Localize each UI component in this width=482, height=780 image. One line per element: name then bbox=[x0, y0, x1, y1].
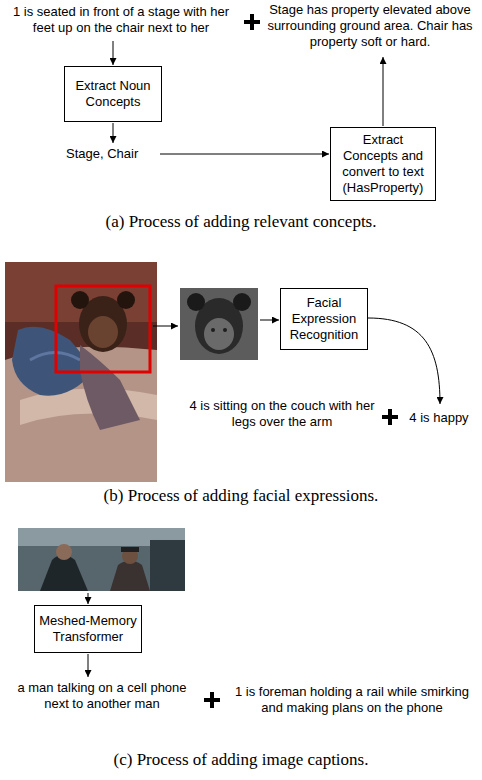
man-cap bbox=[121, 547, 139, 552]
plus-symbol bbox=[382, 409, 398, 425]
shirt bbox=[80, 345, 140, 430]
girl-face bbox=[88, 316, 118, 348]
face-bounding-box bbox=[56, 286, 150, 372]
box-text: Facial Expression Recognition bbox=[285, 295, 363, 343]
photo-machinery bbox=[150, 540, 185, 591]
couch-photo bbox=[5, 262, 157, 482]
process-box: Meshed-Memory Transformer bbox=[34, 605, 142, 653]
process-box: Extract Concepts and convert to text (Ha… bbox=[330, 127, 436, 201]
crop-hair-bun bbox=[233, 293, 251, 311]
photo-background bbox=[18, 528, 185, 591]
text-annotation: 1 is seated in front of a stage with her… bbox=[2, 4, 240, 36]
text-annotation: Stage, Chair bbox=[66, 146, 158, 162]
flow-arrow bbox=[88, 593, 89, 604]
plus-symbol bbox=[244, 14, 260, 30]
process-box: Facial Expression Recognition bbox=[280, 288, 368, 350]
hair-bun bbox=[71, 291, 89, 309]
flow-arrow bbox=[153, 326, 178, 327]
flow-arrow bbox=[383, 57, 384, 126]
workshop-photo bbox=[18, 528, 185, 591]
crop-face bbox=[204, 318, 234, 350]
text-annotation: Stage has property elevated above surrou… bbox=[262, 2, 478, 50]
flow-arrow bbox=[113, 41, 114, 65]
man-head bbox=[122, 548, 138, 564]
text-annotation: a man talking on a cell phone next to an… bbox=[6, 680, 198, 712]
crop-hair-bun bbox=[187, 293, 205, 311]
man-head bbox=[56, 544, 72, 560]
man-body bbox=[40, 555, 88, 591]
process-box: Extract Noun Concepts bbox=[64, 66, 162, 122]
flow-arrow bbox=[113, 123, 114, 143]
box-text: Extract Concepts and convert to text (Ha… bbox=[335, 132, 431, 196]
text-annotation: 4 is happy bbox=[400, 410, 478, 426]
photo-background bbox=[5, 262, 157, 482]
plus-symbol bbox=[204, 692, 220, 708]
subfigure-caption: (b) Process of adding facial expressions… bbox=[0, 486, 482, 506]
crop-eye bbox=[211, 328, 215, 332]
subfigure-caption: (c) Process of adding image captions. bbox=[0, 750, 482, 770]
flow-arrow bbox=[368, 318, 440, 404]
man-body bbox=[110, 561, 150, 592]
face-crop-photo bbox=[180, 288, 258, 360]
flow-arrow bbox=[260, 320, 279, 321]
subfigure-caption: (a) Process of adding relevant concepts. bbox=[0, 212, 482, 232]
crop-background bbox=[180, 288, 258, 360]
text-annotation: 1 is foreman holding a rail while smirki… bbox=[228, 684, 476, 716]
flow-arrow bbox=[160, 154, 329, 155]
hair-bun bbox=[117, 291, 135, 309]
crop-eye bbox=[223, 328, 227, 332]
flow-arrow bbox=[88, 654, 89, 677]
box-text: Meshed-Memory Transformer bbox=[39, 613, 137, 645]
box-text: Extract Noun Concepts bbox=[69, 78, 157, 110]
text-annotation: 4 is sitting on the couch with her legs … bbox=[184, 398, 380, 430]
